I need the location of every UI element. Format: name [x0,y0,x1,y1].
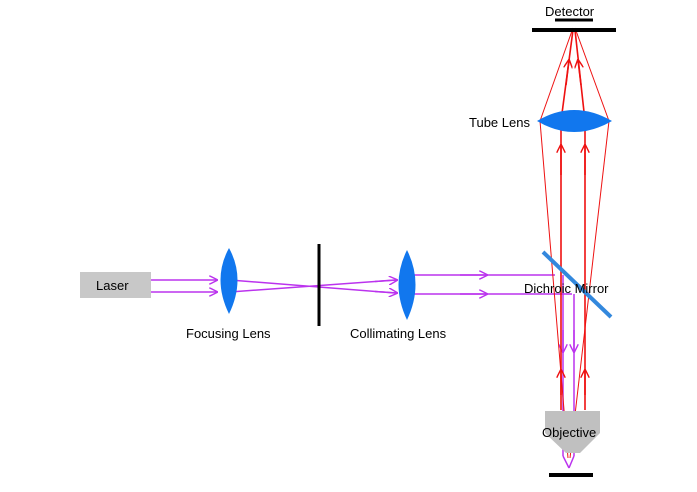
detector: Detector [532,4,616,32]
laser-box [80,272,151,298]
ray-outer-right-lower [569,120,610,459]
detector-label: Detector [545,4,595,19]
laser-source: Laser [80,272,151,298]
objective: Objective [542,411,600,453]
objective-body [545,411,600,453]
collimating-lens [398,250,416,320]
laser-beam [151,275,575,469]
emission-arrow-5 [566,60,569,86]
beam-arrow-1 [374,280,397,282]
ray-outer-left-lower [539,120,569,459]
ray-outer-right-upper [574,27,610,122]
collimating-lens-label: Collimating Lens [350,326,447,341]
beam-lower-cross [229,279,396,293]
beam-focus-right [568,455,575,469]
objective-label: Objective [542,425,596,440]
dichroic-mirror-label: Dichroic Mirror [524,281,609,296]
emission-rays [539,27,610,459]
tube-lens-label: Tube Lens [469,115,530,130]
beam-arrow-2 [374,292,397,294]
dichroic-mirror [541,250,613,319]
laser-label: Laser [96,278,129,293]
focusing-lens [220,248,238,314]
emission-beam [561,29,585,410]
beam-focus-left [562,455,570,469]
ray-outer-left-upper [539,27,574,122]
tube-lens [537,110,612,132]
focusing-lens-label: Focusing Lens [186,326,271,341]
emission-arrow-6 [578,60,581,86]
